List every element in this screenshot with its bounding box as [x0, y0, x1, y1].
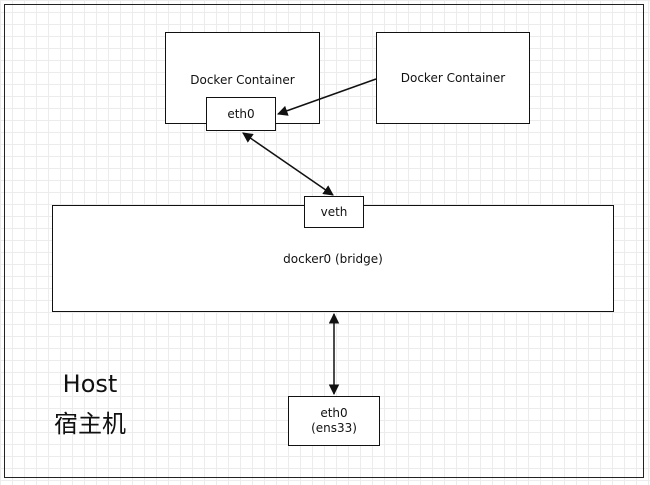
host-eth0-name: eth0 [320, 406, 348, 420]
host-frame [4, 4, 644, 478]
host-eth0-device: (ens33) [311, 421, 357, 435]
docker0-bridge-label: docker0 (bridge) [283, 251, 383, 266]
container-eth0-interface: eth0 [206, 97, 276, 131]
host-eth0-interface: eth0 (ens33) [288, 396, 380, 446]
host-label: Host [62, 370, 118, 398]
docker-container-2-title: Docker Container [400, 71, 506, 85]
container-eth0-label: eth0 [227, 107, 255, 121]
veth-label: veth [320, 205, 348, 219]
docker-container-2: Docker Container [376, 32, 530, 124]
veth-interface: veth [304, 196, 364, 228]
docker-container-1-title: Docker Container [190, 73, 295, 87]
host-label-zh: 宿主机 [54, 410, 126, 438]
